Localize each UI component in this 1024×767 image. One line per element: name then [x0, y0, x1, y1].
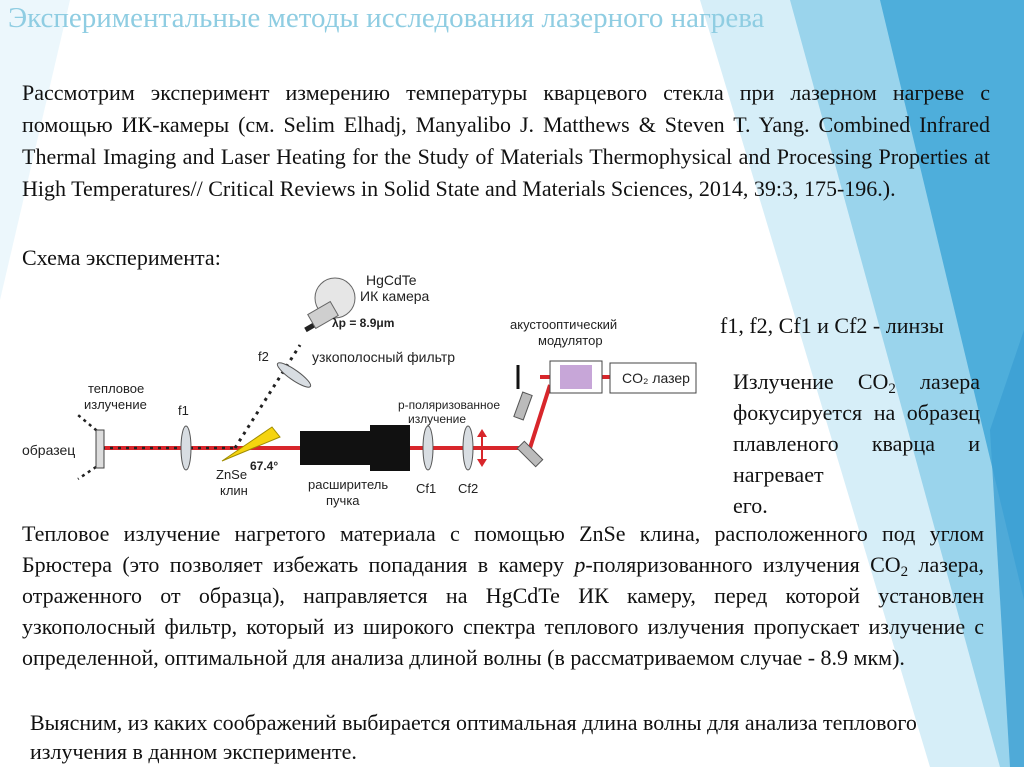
co2-note-text: лазера фокусируется на образец плавленог… — [733, 369, 981, 487]
znse-label: ZnSe — [216, 467, 247, 482]
co2-note: Излучение CO2 лазера фокусируется на обр… — [733, 366, 980, 521]
modulator-label: акустооптический — [510, 317, 617, 332]
polarization-arrow-head — [477, 459, 487, 467]
intro-text: Рассмотрим эксперимент измерению темпера… — [22, 80, 990, 137]
ppol-label: p-поляризованное — [398, 398, 500, 412]
wavelength-label: λp = 8.9μm — [332, 316, 394, 330]
thermal-ray — [77, 414, 103, 436]
expander-label: расширитель — [308, 477, 388, 492]
body-subscript: 2 — [900, 564, 909, 580]
thermal-label: излучение — [84, 397, 147, 412]
thermal-label: тепловое — [88, 381, 144, 396]
camera-label: HgCdTe — [366, 272, 417, 288]
znse-wedge — [221, 426, 281, 462]
co2-note-end: его. — [733, 493, 768, 518]
camera-label: ИК камера — [360, 288, 430, 304]
mirror — [513, 391, 533, 421]
slide-title: Экспериментальные методы исследования ла… — [8, 2, 765, 34]
modulator-crystal — [560, 365, 592, 389]
lens-f2 — [276, 362, 312, 388]
bg-shape-left — [0, 0, 70, 300]
mirror — [516, 440, 544, 468]
lens-f2-label: f2 — [258, 349, 269, 364]
body-italic-p: p — [574, 552, 586, 577]
bg-shape-dark — [880, 0, 1024, 600]
co2-note-text: Излучение CO — [733, 369, 889, 394]
lens-cf2-label: Cf2 — [458, 481, 478, 496]
filter-label: узкополосный фильтр — [312, 349, 455, 365]
sample — [95, 429, 105, 469]
znse-label: клин — [220, 483, 248, 498]
experiment-diagram: образец тепловое излучение f1 67.4° ZnSe… — [22, 272, 697, 508]
angle-label: 67.4° — [250, 459, 278, 473]
lens-f1 — [180, 425, 192, 471]
expander-label: пучка — [326, 493, 360, 508]
body-text: лазера, отраженного от образца), направл… — [22, 552, 984, 670]
intro-reference: Selim Elhadj, Manyalibo J. Matthews & St… — [22, 112, 990, 201]
question-paragraph: Выясним, из каких соображений выбирается… — [30, 710, 917, 764]
modulator-label: модулятор — [538, 333, 603, 348]
body-paragraph: Тепловое излучение нагретого материала с… — [22, 518, 984, 673]
lens-note: f1, f2, Cf1 и Cf2 - линзы — [720, 313, 944, 338]
lens-f1-label: f1 — [178, 403, 189, 418]
scheme-label: Схема эксперимента: — [22, 245, 221, 270]
ir-camera-body — [307, 300, 339, 330]
co2-subscript: 2 — [888, 381, 896, 397]
sample-label: образец — [22, 442, 75, 458]
laser-beam-vertical — [528, 384, 552, 449]
polarization-arrow-head — [477, 429, 487, 437]
lens-cf2 — [462, 425, 474, 471]
lens-cf1-label: Cf1 — [416, 481, 436, 496]
bg-shape-bottom — [990, 330, 1024, 767]
lens-cf1 — [422, 425, 434, 471]
body-text: Тепловое излучение нагретого материала с… — [22, 521, 984, 577]
beam-expander — [370, 425, 410, 471]
co2-laser-label: CO₂ лазер — [622, 370, 690, 386]
beam-expander — [300, 431, 370, 465]
ppol-label: излучение — [408, 412, 466, 426]
body-text: -поляризованного излучения CO — [585, 552, 901, 577]
intro-paragraph: Рассмотрим эксперимент измерению темпера… — [22, 77, 990, 205]
co2-laser — [609, 362, 697, 394]
thermal-ray — [77, 461, 103, 481]
